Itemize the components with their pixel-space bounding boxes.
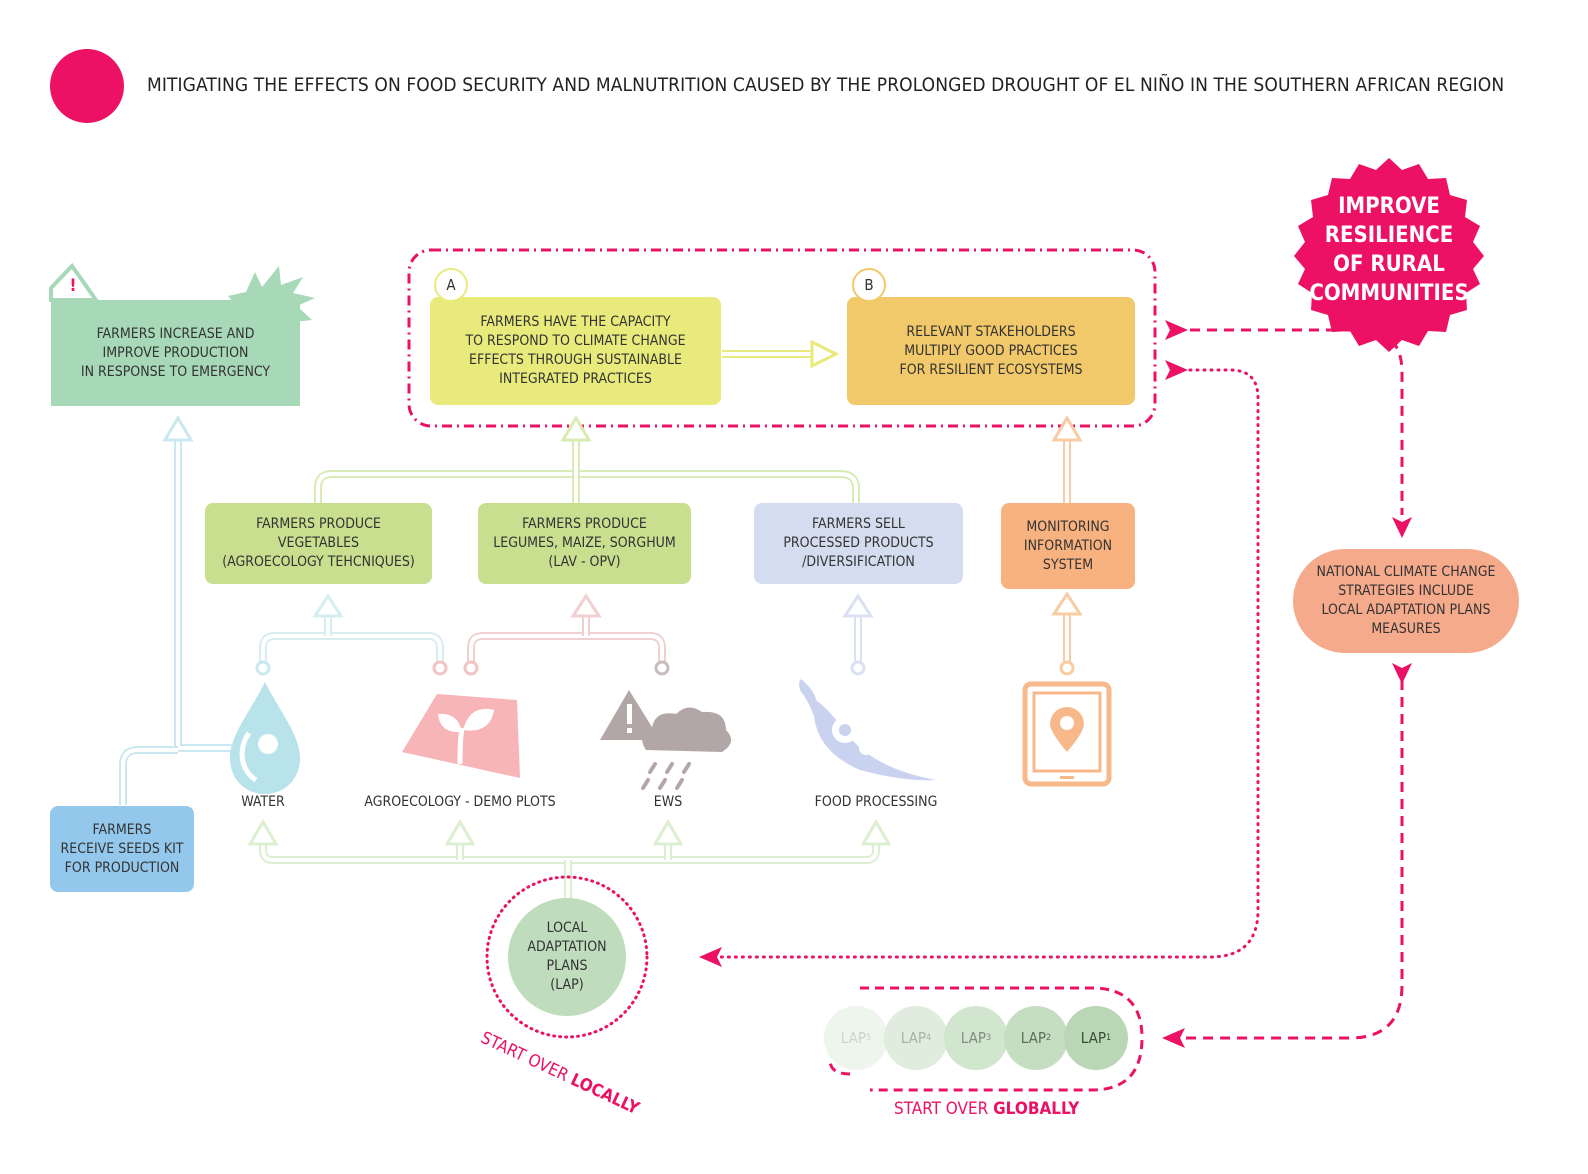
vegetables-box: FARMERS PRODUCE VEGETABLES (AGROECOLOGY …: [205, 503, 432, 584]
ews-label: EWS: [653, 794, 683, 810]
national-strategies-box: NATIONAL CLIMATE CHANGE STRATEGIES INCLU…: [1293, 549, 1519, 653]
water-label: WATER: [241, 794, 285, 810]
water-drop-icon: [230, 682, 300, 794]
local-adaptation-plans: LOCAL ADAPTATION PLANS (LAP): [508, 898, 626, 1016]
emergency-box: FARMERS INCREASE AND IMPROVE PRODUCTION …: [51, 300, 300, 406]
a-input-arrow: [560, 415, 592, 442]
food-processing-label: FOOD PROCESSING: [814, 794, 938, 810]
a-to-b-arrow: [810, 339, 840, 369]
legumes-box: FARMERS PRODUCE LEGUMES, MAIZE, SORGHUM …: [478, 503, 691, 584]
tablet-location-icon: [1022, 681, 1112, 787]
outcome-a-badge: A: [434, 268, 468, 302]
agroecology-label: AGROECOLOGY - DEMO PLOTS: [364, 794, 556, 810]
outcome-b-box: RELEVANT STAKEHOLDERS MULTIPLY GOOD PRAC…: [847, 297, 1135, 405]
start-over-globally: START OVER GLOBALLY: [894, 1099, 1080, 1119]
outcome-a-box: FARMERS HAVE THE CAPACITY TO RESPOND TO …: [430, 297, 721, 405]
ews-warning-icon: [600, 690, 732, 790]
seeds-kit-box: FARMERS RECEIVE SEEDS KIT FOR PRODUCTION: [50, 806, 194, 892]
page-title: MITIGATING THE EFFECTS ON FOOD SECURITY …: [147, 74, 1505, 96]
monitoring-box: MONITORING INFORMATION SYSTEM: [1001, 503, 1135, 589]
resilience-burst: [1294, 158, 1484, 352]
header-dot: [50, 49, 124, 123]
outcome-b-badge: B: [852, 268, 886, 302]
emergency-arrow: [162, 415, 194, 442]
resilience-goal: IMPROVE RESILIENCE OF RURAL COMMUNITIES: [1309, 194, 1469, 306]
agroecology-plot-icon: [402, 694, 520, 778]
sell-box: FARMERS SELL PROCESSED PRODUCTS /DIVERSI…: [754, 503, 963, 584]
warning-exclamation: !: [69, 276, 77, 296]
food-processing-icon: [799, 679, 936, 781]
lap-local-ring: [485, 875, 649, 1039]
